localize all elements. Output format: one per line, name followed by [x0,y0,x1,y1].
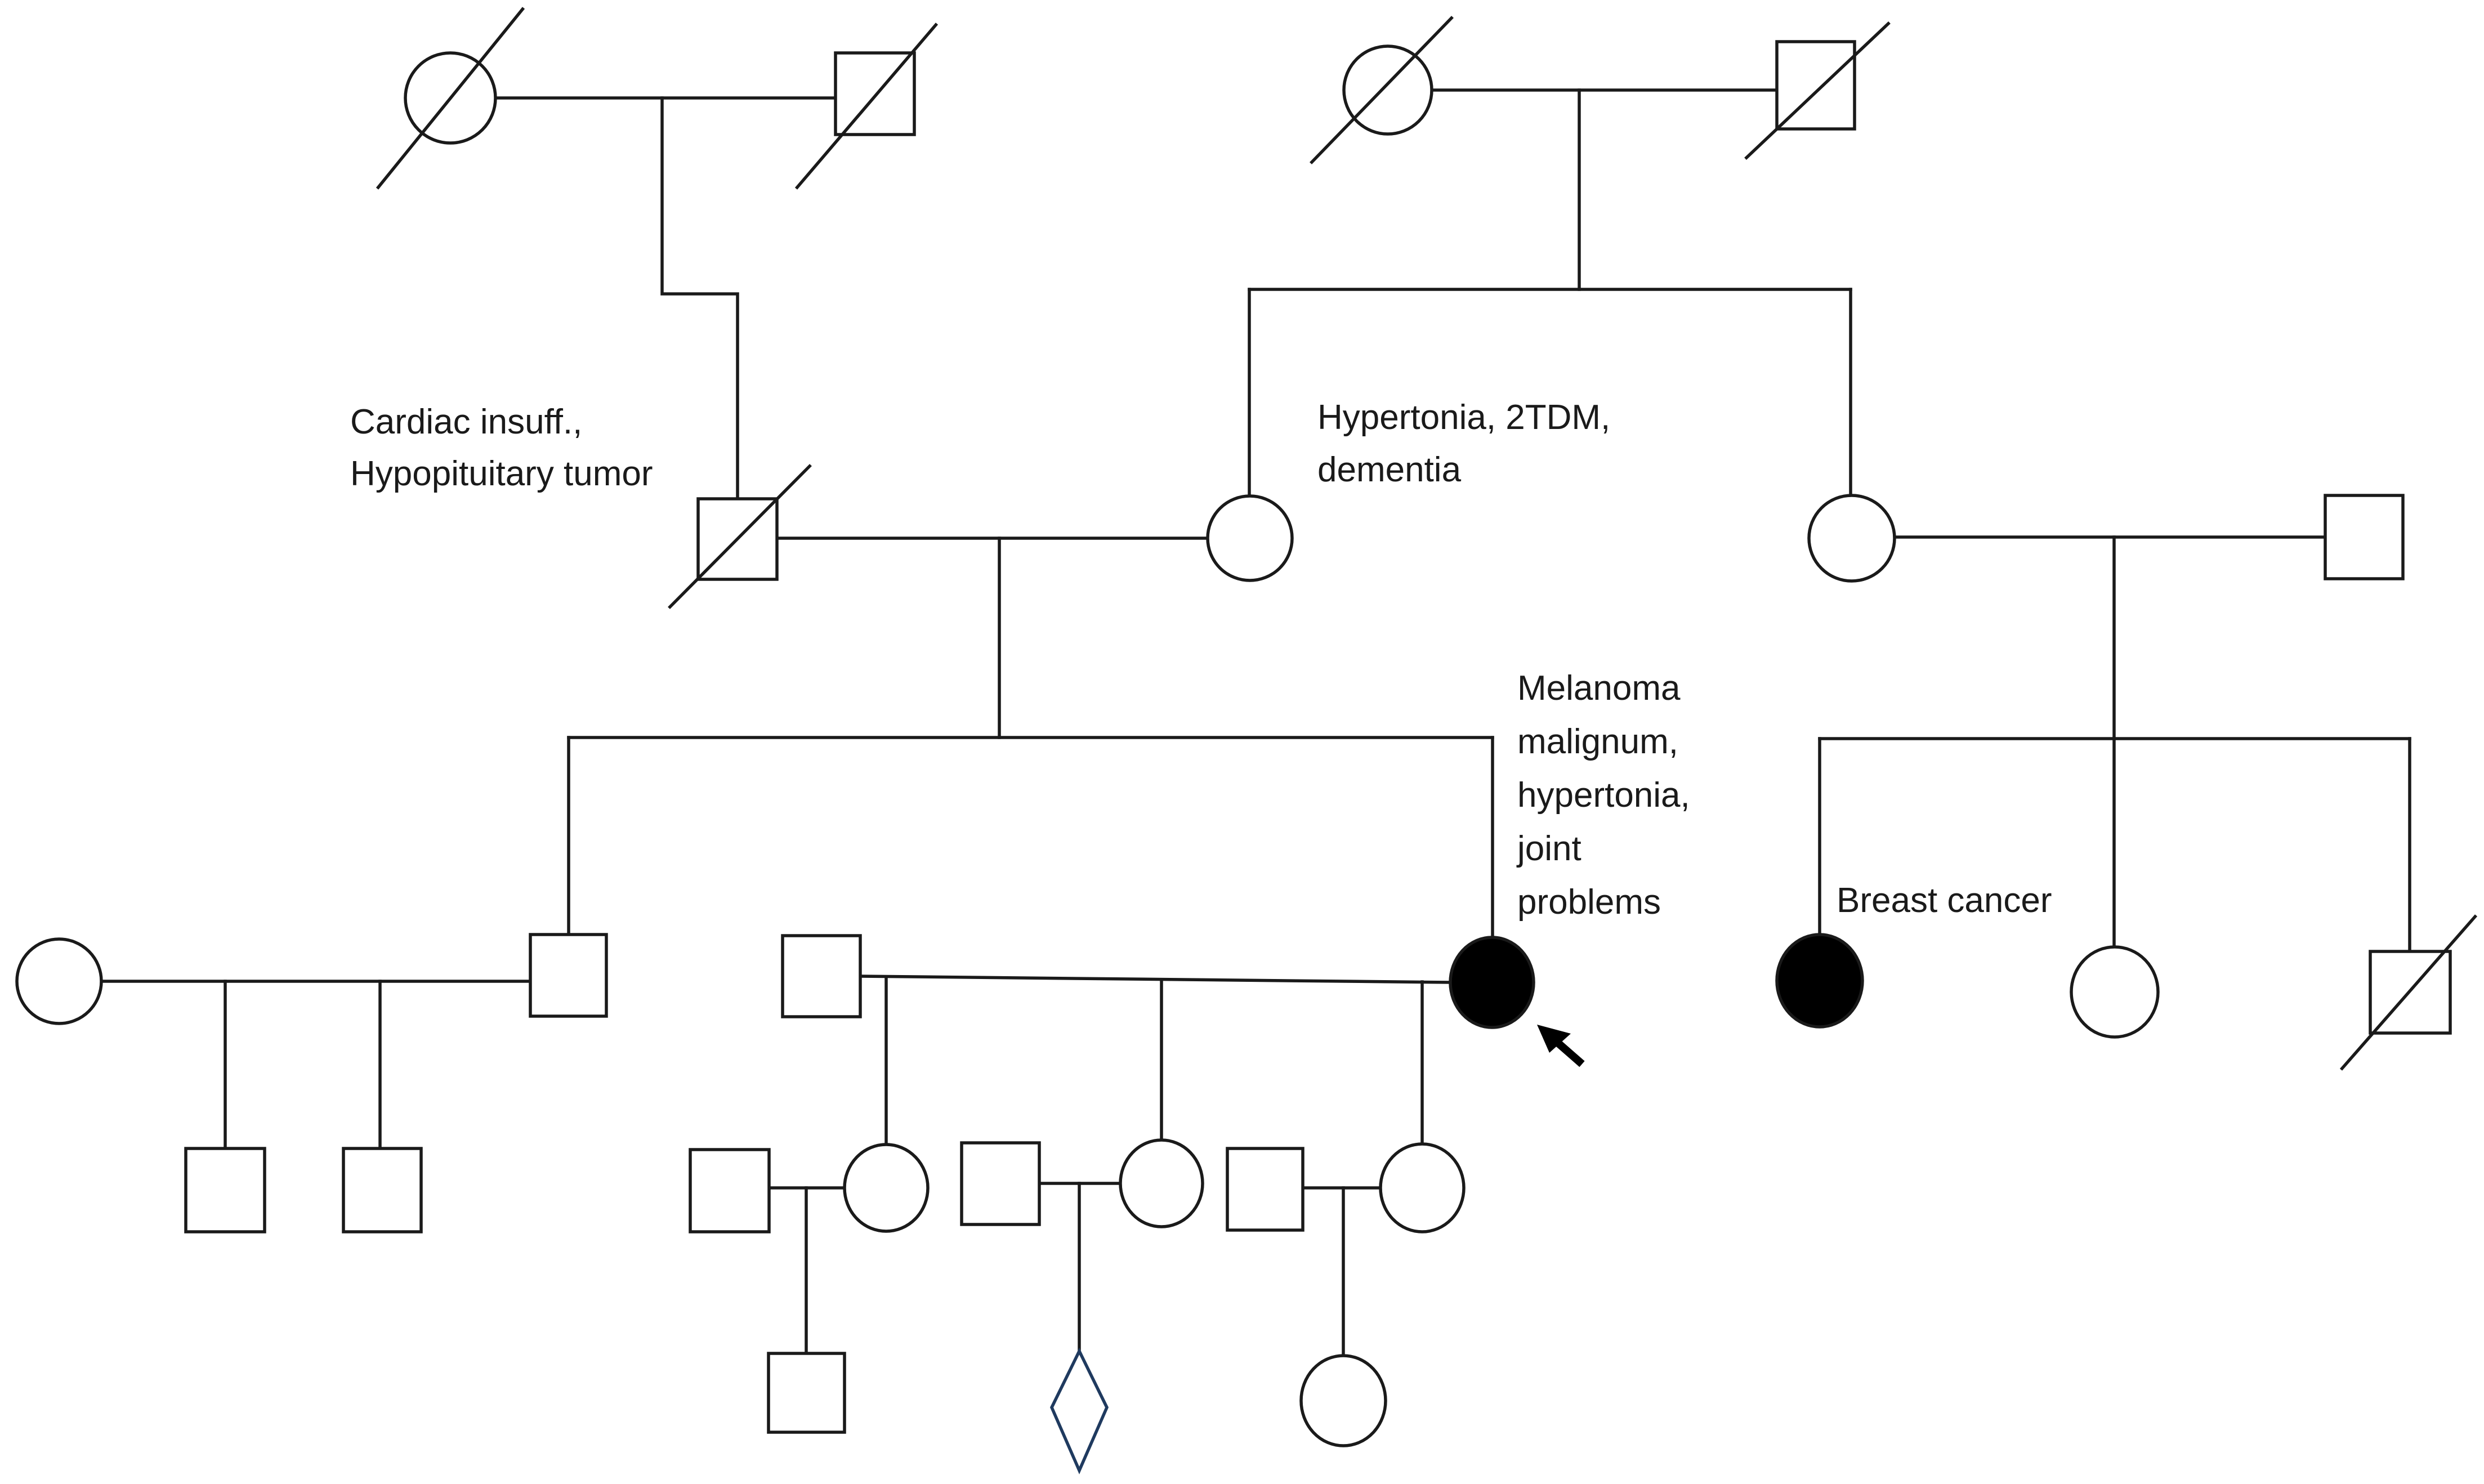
proband-annotation: Melanoma malignum, hypertonia, joint pro… [1516,669,1700,922]
arrow-shaft [1552,1037,1585,1067]
proband-affected [1449,936,1535,1029]
daughter3-husband [1226,1147,1304,1232]
maternal-grandmother-deceased [1342,44,1433,136]
nephew [184,1147,266,1233]
father-annotation: Cardiac insuff., Hypopituitary tumor [350,403,653,493]
deceased-slash [668,464,812,609]
annotation-line: hypertonia, [1517,776,1690,815]
deceased-slash [2339,914,2478,1071]
nephew [342,1147,423,1233]
proband-husband [781,934,862,1018]
deceased-slash [376,7,525,190]
annotation-line: Breast cancer [1837,881,2052,920]
brother-wife [15,937,103,1025]
cousin-annotation: Breast cancer [1837,881,2052,920]
mother-annotation: Hypertonia, 2TDM, dementia [1317,398,1620,489]
daughter2 [1119,1138,1204,1228]
grandchild-unknown-sex [1049,1347,1109,1474]
parents [567,464,1494,937]
cousin [2070,945,2160,1039]
maternal-grandfather-deceased [1775,40,1856,131]
daughter1-family [689,1143,930,1434]
annotation-line: dementia [1317,450,1462,489]
deceased-slash [1310,16,1454,164]
daughter3 [1379,1142,1466,1233]
annotation-line: problems [1517,883,1661,922]
annotation-line: joint [1516,829,1581,868]
annotation-line: Cardiac insuff., [350,403,582,441]
cousin-affected [1775,933,1864,1029]
daughter2-husband [960,1141,1041,1226]
marriage-line [859,975,1453,984]
annotation-line: Hypertonia, 2TDM, [1317,398,1610,437]
daughter1-husband [689,1148,771,1233]
descent-line [660,96,739,500]
arrow-head [1537,1025,1571,1053]
brother-family [15,933,608,1233]
maternal-aunt-family [1807,494,2411,953]
grandson [767,1352,846,1434]
daughter3-family [1226,1142,1466,1447]
deceased-slash [794,23,939,190]
daughter1 [843,1143,930,1233]
maternal-aunt [1807,494,1896,583]
deceased-slash [1744,21,1891,160]
mother [1206,494,1294,582]
annotation-line: Melanoma [1517,669,1681,708]
annotation-line: Hypopituitary tumor [350,454,653,493]
annotation-line: malignum, [1517,722,1678,761]
brother [529,933,608,1018]
proband-family [781,934,1535,1150]
maternal-cousins [1775,914,2478,1071]
granddaughter [1299,1354,1387,1447]
daughter2-family [960,1138,1204,1474]
proband-arrow [1537,1025,1585,1067]
paternal-grandparents [376,7,939,500]
maternal-aunt-husband [2324,494,2405,580]
maternal-grandparents [1248,16,1891,495]
